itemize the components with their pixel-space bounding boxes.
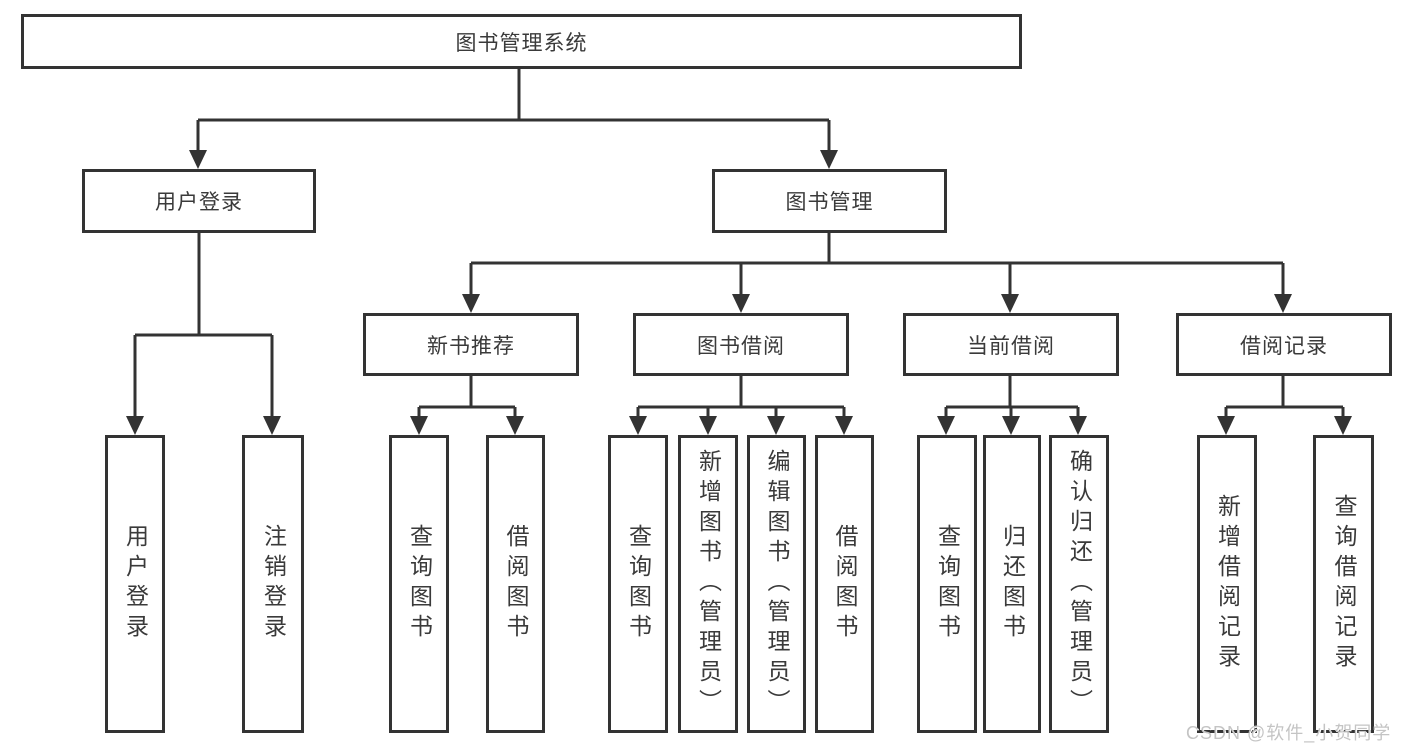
connector-user-login-to-leaves bbox=[126, 232, 281, 435]
leaf-borrow-books-recommend: 借阅图书 bbox=[486, 435, 545, 733]
leaf-confirm-return-admin: 确认归还（管理员） bbox=[1049, 435, 1109, 733]
leaf-query-books-recommend-label: 查询图书 bbox=[406, 524, 433, 644]
leaf-query-borrow-record-label: 查询借阅记录 bbox=[1331, 494, 1357, 674]
connector-current-borrow-to-leaves bbox=[937, 375, 1087, 435]
leaf-user-login-label: 用户登录 bbox=[122, 524, 149, 644]
leaf-query-books-current-label: 查询图书 bbox=[934, 524, 961, 644]
leaf-edit-books-admin: 编辑图书（管理员） bbox=[747, 435, 806, 733]
connector-book-mgmt-to-level3 bbox=[462, 232, 1292, 313]
node-user-login: 用户登录 bbox=[82, 169, 316, 233]
leaf-user-login: 用户登录 bbox=[105, 435, 165, 733]
leaf-add-borrow-record-label: 新增借阅记录 bbox=[1214, 494, 1241, 674]
leaf-query-borrow-record: 查询借阅记录 bbox=[1313, 435, 1374, 733]
node-book-management-label: 图书管理 bbox=[785, 191, 874, 214]
connector-book-borrow-to-leaves bbox=[629, 375, 853, 435]
node-book-borrowing-label: 图书借阅 bbox=[697, 334, 785, 358]
connector-root-to-level2 bbox=[189, 68, 838, 169]
leaf-logout: 注销登录 bbox=[242, 435, 304, 733]
connector-borrow-records-to-leaves bbox=[1217, 375, 1352, 435]
node-book-management: 图书管理 bbox=[712, 169, 947, 233]
node-root-label: 图书管理系统 bbox=[455, 31, 588, 55]
leaf-confirm-return-admin-label: 确认归还（管理员） bbox=[1066, 449, 1093, 719]
leaf-query-books-borrowing-label: 查询图书 bbox=[625, 524, 652, 644]
leaf-borrow-books: 借阅图书 bbox=[815, 435, 874, 733]
leaf-query-books-recommend: 查询图书 bbox=[389, 435, 449, 733]
leaf-edit-books-admin-label: 编辑图书（管理员） bbox=[764, 449, 790, 719]
leaf-add-books-admin: 新增图书（管理员） bbox=[678, 435, 738, 733]
node-current-borrowing-label: 当前借阅 bbox=[967, 334, 1055, 358]
leaf-query-books-current: 查询图书 bbox=[917, 435, 977, 733]
connector-new-books-to-leaves bbox=[410, 375, 524, 435]
leaf-return-books-label: 归还图书 bbox=[999, 524, 1026, 644]
node-current-borrowing: 当前借阅 bbox=[903, 313, 1119, 376]
leaf-return-books: 归还图书 bbox=[983, 435, 1041, 733]
node-borrowing-records: 借阅记录 bbox=[1176, 313, 1392, 376]
leaf-query-books-borrowing: 查询图书 bbox=[608, 435, 668, 733]
node-new-book-recommend: 新书推荐 bbox=[363, 313, 579, 376]
node-new-book-recommend-label: 新书推荐 bbox=[427, 334, 515, 358]
node-user-login-label: 用户登录 bbox=[155, 191, 243, 214]
node-borrowing-records-label: 借阅记录 bbox=[1240, 334, 1328, 358]
node-book-borrowing: 图书借阅 bbox=[633, 313, 849, 376]
node-root-system: 图书管理系统 bbox=[21, 14, 1022, 69]
leaf-add-borrow-record: 新增借阅记录 bbox=[1197, 435, 1257, 733]
leaf-add-books-admin-label: 新增图书（管理员） bbox=[695, 449, 722, 719]
leaf-logout-label: 注销登录 bbox=[260, 524, 287, 644]
leaf-borrow-books-label: 借阅图书 bbox=[832, 524, 858, 644]
leaf-borrow-books-recommend-label: 借阅图书 bbox=[503, 524, 529, 644]
csdn-watermark: CSDN @软件_小贺同学 bbox=[1186, 723, 1392, 743]
